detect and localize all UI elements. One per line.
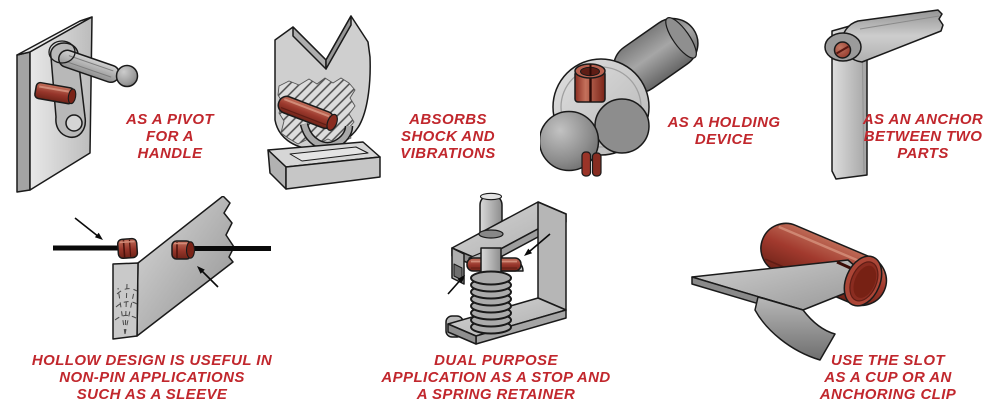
figure-shock-absorber [258, 2, 393, 198]
pivot-handle-illustration [16, 16, 139, 193]
caption-line: NON-PIN APPLICATIONS [59, 369, 245, 386]
figure-holding-device [540, 10, 705, 180]
figure-stop-spring-retainer [440, 192, 575, 347]
caption-slot-cup-clip: USE THE SLOT AS A CUP OR AN ANCHORING CL… [800, 352, 976, 403]
pointer-arrow-icon [197, 266, 219, 288]
caption-line: DEVICE [694, 131, 754, 148]
caption-holding-device: AS A HOLDING DEVICE [649, 114, 799, 148]
pointer-arrow-icon [74, 217, 103, 240]
spring-pin-sleeve [171, 240, 196, 260]
caption-line: SUCH AS A SLEEVE [76, 386, 228, 403]
caption-line: DUAL PURPOSE [434, 352, 558, 369]
anchor-two-parts-illustration [824, 9, 944, 180]
channel-web [537, 201, 567, 311]
figure-pivot-handle [5, 5, 155, 195]
slot-cup-clip-illustration [691, 222, 888, 361]
caption-line: USE THE SLOT [831, 352, 945, 369]
spring-pin [34, 81, 77, 105]
pin-open-end [843, 255, 883, 307]
coil-spring [470, 270, 512, 335]
figure-slot-cup-clip [685, 218, 900, 368]
wire-rod [190, 246, 271, 251]
caption-line: AS A HOLDING [667, 114, 781, 131]
caption-line: AS A PIVOT [126, 111, 214, 128]
spring-pin-sleeve [116, 237, 139, 260]
caption-line: AS A CUP OR AN [824, 369, 952, 386]
caption-line: A SPRING RETAINER [416, 386, 576, 403]
figure-hollow-sleeve [50, 196, 285, 346]
shock-absorber-illustration [267, 15, 381, 190]
caption-line: VIBRATIONS [400, 145, 496, 162]
caption-line: HANDLE [137, 145, 203, 162]
holding-device-illustration [540, 17, 699, 177]
wire-rod [53, 245, 120, 251]
caption-line: HOLLOW DESIGN IS USEFUL IN [31, 352, 273, 369]
caption-hollow-sleeve: HOLLOW DESIGN IS USEFUL IN NON-PIN APPLI… [20, 352, 284, 403]
hollow-sleeve-illustration [53, 196, 271, 340]
board [136, 196, 235, 337]
stop-spring-retainer-illustration [445, 192, 567, 345]
wood-grain [114, 283, 138, 335]
caption-line: PARTS [897, 145, 949, 162]
pointer-arrow-icon [524, 233, 551, 256]
caption-line: BETWEEN TWO [863, 128, 983, 145]
caption-line: ABSORBS [409, 111, 487, 128]
caption-line: SHOCK AND [401, 128, 495, 145]
caption-line: ANCHORING CLIP [819, 386, 957, 403]
caption-line: AS AN ANCHOR [862, 111, 984, 128]
caption-pivot-handle: AS A PIVOT FOR A HANDLE [106, 111, 234, 162]
figure-anchor-two-parts [800, 5, 960, 181]
caption-line: APPLICATION AS A STOP AND [381, 369, 611, 386]
caption-shock-absorber: ABSORBS SHOCK AND VIBRATIONS [383, 111, 513, 162]
caption-stop-spring-retainer: DUAL PURPOSE APPLICATION AS A STOP AND A… [364, 352, 628, 403]
caption-anchor-two-parts: AS AN ANCHOR BETWEEN TWO PARTS [848, 111, 998, 162]
caption-line: FOR A [145, 128, 195, 145]
spring-pin [833, 41, 852, 59]
spring-pin [574, 63, 606, 103]
pointer-arrow-icon [447, 275, 465, 295]
spring-pin [277, 95, 338, 131]
